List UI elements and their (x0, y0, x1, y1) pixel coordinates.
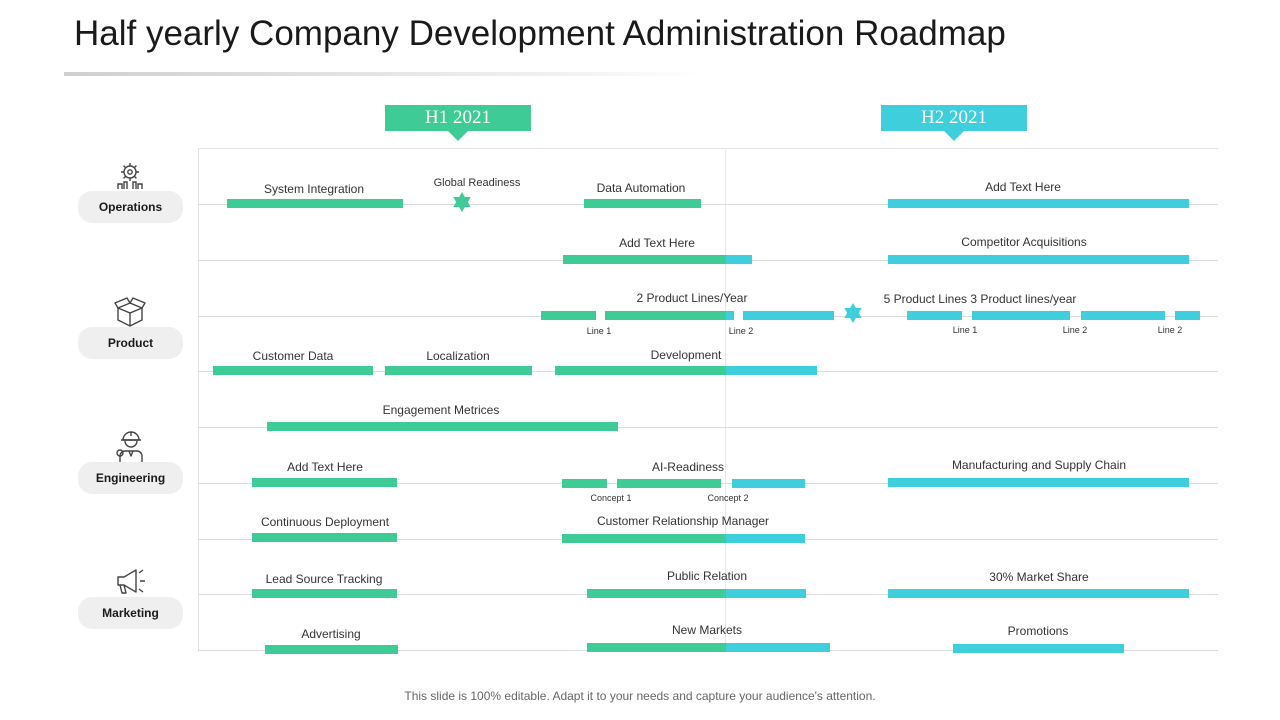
category-engineering: Engineering (78, 462, 183, 494)
task-label: Competitor Acquisitions (961, 235, 1087, 249)
task-label: Add Text Here (619, 236, 695, 250)
task-label: Customer Relationship Manager (596, 514, 770, 528)
task-label: 5 Product Lines 3 Product lines/year (883, 292, 1077, 306)
task-label: Add Text Here (287, 460, 363, 474)
task-bar (726, 311, 834, 320)
sub-label: Line 2 (1062, 325, 1088, 335)
sub-label: Line 1 (952, 325, 978, 335)
period-h2: H2 2021 (881, 105, 1027, 141)
footer-note: This slide is 100% editable. Adapt it to… (404, 689, 876, 703)
period-h1-label: H1 2021 (425, 107, 491, 128)
task-bar (888, 589, 1189, 598)
task-bar (562, 479, 607, 488)
bar-separator (596, 311, 605, 320)
task-bar (726, 255, 752, 264)
task-bar (888, 255, 1189, 264)
task-bar (587, 589, 726, 598)
task-bar (252, 589, 397, 598)
task-bar (562, 534, 726, 543)
task-bar (726, 366, 817, 375)
task-label: Engagement Metrices (382, 403, 500, 417)
task-bar (587, 643, 726, 652)
task-bar (555, 366, 726, 375)
category-marketing: Marketing (78, 597, 183, 629)
period-h1: H1 2021 (385, 105, 531, 141)
task-label: Add Text Here (985, 180, 1061, 194)
task-bar (267, 422, 618, 431)
task-label: Customer Data (252, 349, 334, 363)
milestone-label: Global Readiness (433, 177, 521, 189)
task-bar (726, 589, 806, 598)
row-line (198, 204, 1218, 205)
task-label: Promotions (1007, 624, 1069, 638)
grid-left-line (198, 148, 199, 650)
period-h2-label: H2 2021 (921, 107, 987, 128)
task-label: New Markets (671, 623, 743, 637)
page-title: Half yearly Company Development Administ… (74, 14, 1006, 53)
task-bar (1175, 311, 1200, 320)
task-bar (617, 479, 721, 488)
task-label: System Integration (263, 182, 365, 196)
task-label: 30% Market Share (989, 570, 1089, 584)
task-bar (726, 643, 830, 652)
task-bar (888, 478, 1189, 487)
sub-label: Concept 2 (707, 493, 749, 503)
task-bar (907, 311, 962, 320)
row-line (198, 427, 1218, 428)
task-label: Data Automation (596, 181, 686, 195)
task-bar (972, 311, 1070, 320)
period-h1-arrow (448, 131, 468, 141)
engineer-icon (116, 431, 143, 462)
title-underline (64, 72, 704, 76)
box-icon (114, 297, 146, 327)
task-label: Localization (426, 349, 490, 363)
sub-label: Line 1 (586, 326, 612, 336)
task-bar (252, 533, 397, 542)
sub-label: Line 2 (1157, 325, 1183, 335)
task-bar (732, 479, 805, 488)
task-label: Manufacturing and Supply Chain (951, 458, 1127, 472)
bar-separator (734, 311, 743, 320)
sub-label: Concept 1 (590, 493, 632, 503)
gears-icon (117, 163, 143, 189)
task-label: Advertising (301, 627, 361, 641)
category-operations: Operations (78, 191, 183, 223)
task-bar (227, 199, 403, 208)
task-label: AI-Readiness (651, 460, 725, 474)
milestone-star-icon (844, 303, 862, 323)
task-bar (252, 478, 397, 487)
sub-label: Line 2 (728, 326, 754, 336)
task-bar (1081, 311, 1165, 320)
task-label: Public Relation (666, 569, 748, 583)
grid-top-line (198, 148, 1218, 149)
task-bar (541, 311, 726, 320)
task-label: Development (650, 348, 722, 362)
megaphone-icon (117, 569, 145, 594)
category-product: Product (78, 327, 183, 359)
task-bar (953, 644, 1124, 653)
task-bar (726, 534, 805, 543)
task-bar (265, 645, 398, 654)
task-label: Continuous Deployment (260, 515, 390, 529)
milestone-star-icon (453, 192, 471, 212)
task-bar (563, 255, 726, 264)
task-bar (213, 366, 373, 375)
period-h2-arrow (944, 131, 964, 141)
task-bar (888, 199, 1189, 208)
half-year-divider (725, 148, 726, 650)
task-label: 2 Product Lines/Year (636, 291, 748, 305)
task-bar (584, 199, 701, 208)
task-bar (385, 366, 532, 375)
task-label: Lead Source Tracking (265, 572, 383, 586)
